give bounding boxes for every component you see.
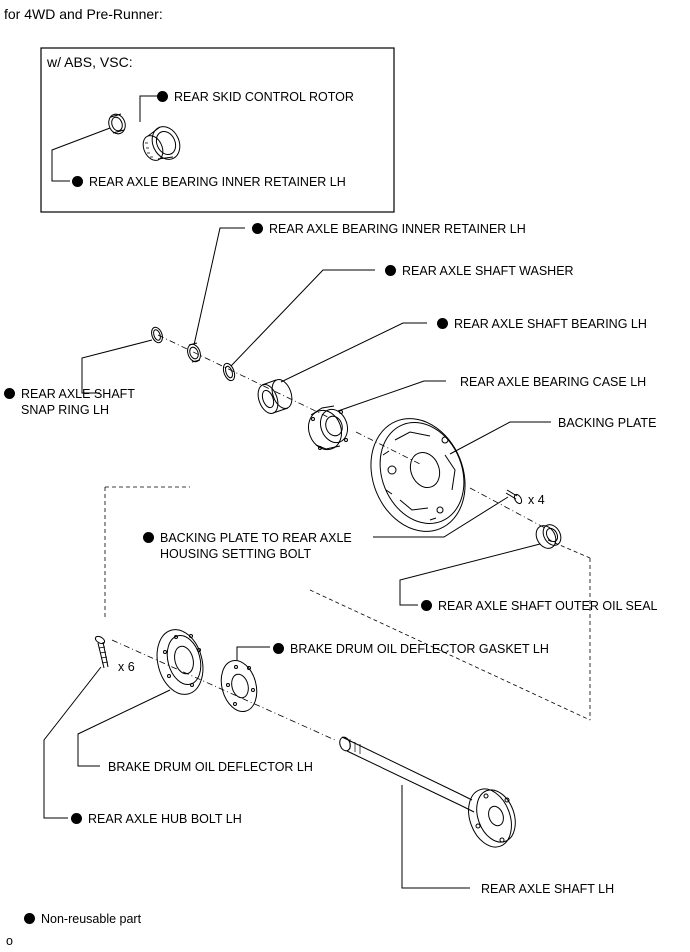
label-shaft-bearing: REAR AXLE SHAFT BEARING LH [437,317,647,332]
leader-outer-oil-seal [399,543,541,606]
page-title: for 4WD and Pre-Runner: [4,6,163,22]
leader-setting-bolt [373,496,509,538]
non-reusable-dot-icon [4,388,15,399]
axle-shaft-part [339,736,516,848]
non-reusable-dot-icon [157,91,168,102]
outer-oil-seal-part [535,524,562,549]
label-oil-deflector: BRAKE DRUM OIL DEFLECTOR LH [108,760,313,774]
label-snap-ring: REAR AXLE SHAFT [4,387,135,402]
inset-label-skid-control-rotor: REAR SKID CONTROL ROTOR [157,90,354,105]
label-qty-4: x 4 [528,493,545,507]
legend-label: Non-reusable part [41,912,142,926]
non-reusable-dot-icon [437,318,448,329]
non-reusable-dot-icon [24,913,35,924]
oil-deflector-part [156,629,204,695]
label-backing-plate: BACKING PLATE [558,416,657,430]
leader-hub-bolt [43,666,102,819]
leader-axle-shaft [401,785,470,889]
non-reusable-dot-icon [71,813,82,824]
non-reusable-dot-icon [421,600,432,611]
leader-shaft-bearing [280,322,427,383]
label-bearing-case: REAR AXLE BEARING CASE LH [460,375,647,389]
inset-title: w/ ABS, VSC: [47,54,133,70]
inset-inner-retainer-part [108,113,126,135]
leader-shaft-washer [230,269,375,367]
shaft-washer-part [222,362,236,382]
assembly-axis-line [157,334,546,529]
label-axle-shaft: REAR AXLE SHAFT LH [481,882,615,896]
inset-frame [40,47,395,213]
leader-deflector-gasket [236,646,270,660]
leader-snap-ring [81,339,153,394]
deflector-gasket-part [220,660,258,712]
leader-bearing-case [337,380,446,412]
label-setting-bolt-line2: HOUSING SETTING BOLT [160,547,312,561]
setting-bolt-part [505,489,523,505]
shaft-bearing-part [257,379,293,414]
inset-leader-rotor [139,95,158,122]
hub-bolt-part [94,635,109,669]
non-reusable-dot-icon [72,176,83,187]
label-hub-bolt: REAR AXLE HUB BOLT LH [71,812,242,827]
inset-label-inner-retainer: REAR AXLE BEARING INNER RETAINER LH [72,175,346,190]
assembly-dashed-outline [104,486,591,721]
non-reusable-dot-icon [252,223,263,234]
label-deflector-gasket: BRAKE DRUM OIL DEFLECTOR GASKET LH [273,642,549,657]
inset-skid-rotor-part [142,126,181,161]
label-qty-6: x 6 [118,660,135,674]
label-snap-ring-line2: SNAP RING LH [21,403,109,417]
inner-retainer-part [187,342,201,363]
non-reusable-dot-icon [143,532,154,543]
inset-leader-retainer [51,127,111,182]
bearing-case-part [307,405,349,451]
label-inner-retainer: REAR AXLE BEARING INNER RETAINER LH [252,222,526,237]
leader-oil-deflector [77,689,171,767]
label-shaft-washer: REAR AXLE SHAFT WASHER [385,264,574,279]
assembly-axis-line-lower [111,639,336,741]
non-reusable-dot-icon [273,643,284,654]
legend: Non-reusable part [24,912,141,927]
label-outer-oil-seal: REAR AXLE SHAFT OUTER OIL SEAL [421,599,658,614]
footer-code: o [6,934,13,948]
leader-backing-plate [449,421,551,455]
non-reusable-dot-icon [385,265,396,276]
leader-inner-retainer [193,227,245,346]
backing-plate-part [370,418,466,532]
snap-ring-part [151,326,163,344]
label-setting-bolt: BACKING PLATE TO REAR AXLE [143,531,352,546]
